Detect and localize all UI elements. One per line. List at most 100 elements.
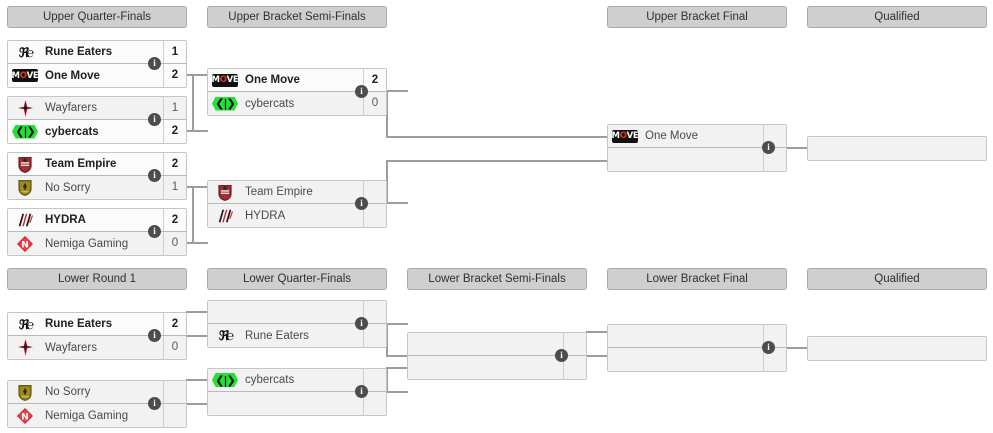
info-icon[interactable]: i	[762, 141, 775, 154]
team-score	[363, 369, 386, 391]
team-score	[363, 392, 386, 415]
info-icon[interactable]: i	[762, 341, 775, 354]
svg-text:N: N	[21, 240, 29, 250]
team-name: HYDRA	[245, 209, 286, 222]
team-empire-logo	[211, 183, 239, 202]
match-row-top[interactable]: HYDRA 2	[8, 209, 186, 232]
match-row-single[interactable]	[808, 137, 986, 160]
match-row-top[interactable]: ❮|❯ cybercats	[208, 369, 386, 392]
connector	[386, 90, 408, 92]
info-icon[interactable]: i	[148, 225, 161, 238]
match-row-bottom[interactable]	[208, 392, 386, 415]
no-sorry-logo	[11, 383, 39, 402]
match-row-bottom[interactable]: HYDRA	[208, 204, 386, 227]
team-name: Nemiga Gaming	[45, 237, 129, 250]
info-icon[interactable]: i	[355, 317, 368, 330]
team-name: Rune Eaters	[45, 46, 113, 58]
match-upper-qf-3[interactable]: Team Empire 2 No Sorry 1 i	[7, 152, 187, 200]
match-row-bottom[interactable]: ❮|❯ cybercats 2	[8, 120, 186, 143]
match-lower-sf-1[interactable]: i	[407, 332, 587, 380]
round-header-label: Lower Quarter-Finals	[242, 273, 351, 285]
info-icon[interactable]: i	[148, 169, 161, 182]
match-row-bottom[interactable]	[608, 348, 786, 371]
team-score	[763, 325, 786, 347]
connector	[186, 130, 208, 132]
match-row-top[interactable]	[208, 301, 386, 324]
team-score	[563, 333, 586, 355]
match-lower-qf-2[interactable]: ❮|❯ cybercats i	[207, 368, 387, 416]
match-upper-qf-2[interactable]: Wayfarers 1 ❮|❯ cybercats 2 i	[7, 96, 187, 144]
connector	[386, 136, 608, 138]
no-sorry-logo	[11, 178, 39, 197]
round-header-label: Upper Bracket Semi-Finals	[228, 11, 366, 23]
connector	[192, 186, 194, 243]
team-score: 0	[163, 336, 186, 359]
match-row-top[interactable]: No Sorry	[8, 381, 186, 404]
match-lower-qf-1[interactable]: ℜ℮ Rune Eaters i	[207, 300, 387, 348]
match-row-bottom[interactable]: N Nemiga Gaming	[8, 404, 186, 427]
team-name: cybercats	[245, 97, 295, 110]
match-row-bottom[interactable]: Wayfarers 0	[8, 336, 186, 359]
team-empire-glyph	[18, 156, 32, 173]
empty-logo-slot	[611, 328, 639, 345]
hydra-glyph	[18, 213, 34, 227]
team-name: One Move	[245, 74, 300, 86]
match-lower-bracket-final[interactable]: i	[607, 324, 787, 372]
slot-upper-qualified[interactable]	[807, 136, 987, 161]
match-row-bottom[interactable]: ℜ℮ Rune Eaters	[208, 324, 386, 347]
match-row-single[interactable]	[808, 337, 986, 360]
team-score	[363, 204, 386, 227]
connector	[186, 379, 208, 381]
match-row-bottom[interactable]: N Nemiga Gaming 0	[8, 232, 186, 255]
connector	[386, 323, 408, 325]
match-lower-r1-2[interactable]: No Sorry N Nemiga Gaming i	[7, 380, 187, 428]
team-name: Wayfarers	[45, 102, 97, 114]
connector	[586, 355, 608, 357]
match-upper-sf-2[interactable]: Team Empire HYDRA i	[207, 180, 387, 228]
connector	[786, 147, 808, 149]
cybercats-logo: ❮|❯	[211, 371, 239, 390]
empty-logo-slot	[611, 351, 639, 368]
team-score: 0	[163, 232, 186, 255]
info-icon[interactable]: i	[355, 197, 368, 210]
match-row-bottom[interactable]: No Sorry 1	[8, 176, 186, 199]
match-row-bottom[interactable]	[408, 356, 586, 379]
match-row-top[interactable]	[408, 333, 586, 356]
info-icon[interactable]: i	[148, 329, 161, 342]
round-header-upper-bracket-final: Upper Bracket Final	[607, 6, 787, 28]
team-score: 1	[163, 97, 186, 119]
wayfarers-glyph	[17, 339, 33, 356]
connector	[386, 202, 408, 204]
connector	[386, 90, 388, 138]
match-row-top[interactable]: ℜ℮ Rune Eaters 1	[8, 41, 186, 64]
match-row-top[interactable]	[608, 325, 786, 348]
match-row-top[interactable]: Wayfarers 1	[8, 97, 186, 120]
info-icon[interactable]: i	[148, 113, 161, 126]
info-icon[interactable]: i	[355, 85, 368, 98]
match-row-top[interactable]: ℜ℮ Rune Eaters 2	[8, 313, 186, 336]
slot-lower-qualified[interactable]	[807, 336, 987, 361]
match-row-bottom[interactable]: ❮|❯ cybercats 0	[208, 92, 386, 115]
info-icon[interactable]: i	[148, 397, 161, 410]
svg-text:N: N	[21, 412, 29, 422]
team-name: Nemiga Gaming	[45, 409, 129, 422]
match-lower-r1-1[interactable]: ℜ℮ Rune Eaters 2 Wayfarers 0 i	[7, 312, 187, 360]
match-row-top[interactable]: Team Empire 2	[8, 153, 186, 176]
info-icon[interactable]: i	[355, 385, 368, 398]
info-icon[interactable]: i	[148, 57, 161, 70]
info-icon[interactable]: i	[555, 349, 568, 362]
match-row-top[interactable]: Team Empire	[208, 181, 386, 204]
team-name: One Move	[645, 130, 699, 142]
match-row-bottom[interactable]	[608, 148, 786, 171]
connector	[186, 311, 208, 313]
nemiga-gaming-logo: N	[11, 406, 39, 425]
match-upper-qf-4[interactable]: HYDRA 2 N Nemiga Gaming 0 i	[7, 208, 187, 256]
